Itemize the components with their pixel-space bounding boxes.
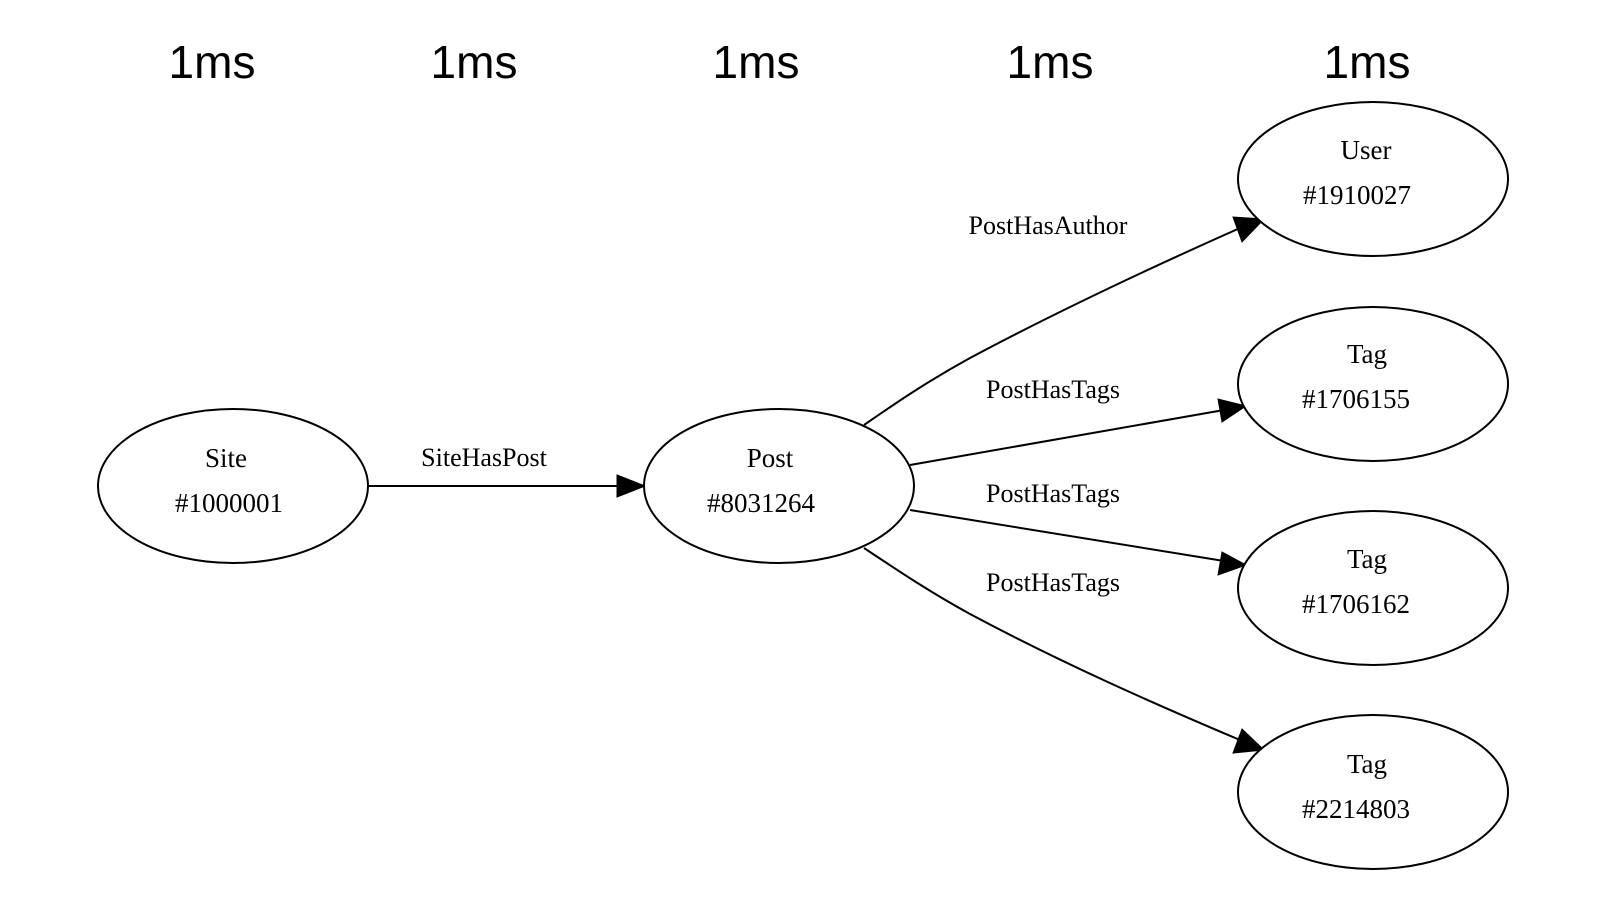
edge-label: PostHasTags: [986, 479, 1120, 508]
edge-line: [863, 227, 1241, 426]
node-ellipse: [1237, 306, 1509, 462]
arrowhead: [1217, 551, 1248, 576]
arrowhead: [1217, 398, 1248, 423]
edges: SiteHasPost PostHasAuthor PostHasTags Po…: [367, 211, 1266, 754]
node-tag-1: Tag #1706155: [1237, 306, 1509, 462]
node-tag-3: Tag #2214803: [1237, 714, 1509, 870]
node-ellipse: [97, 408, 369, 564]
timing-label: 1ms: [431, 36, 518, 88]
node-type-label: Tag: [1347, 339, 1387, 369]
node-id-label: #8031264: [707, 488, 816, 518]
edge-post-tag2: PostHasTags: [909, 479, 1248, 576]
timing-label: 1ms: [1007, 36, 1094, 88]
edge-line: [909, 409, 1225, 466]
node-id-label: #1000001: [175, 488, 283, 518]
node-id-label: #1910027: [1303, 180, 1411, 210]
edge-post-user: PostHasAuthor: [863, 211, 1266, 426]
edge-label: PostHasTags: [986, 568, 1120, 597]
edge-site-post: SiteHasPost: [367, 443, 647, 498]
edge-label: PostHasTags: [986, 375, 1120, 404]
node-id-label: #2214803: [1302, 794, 1410, 824]
edge-label: SiteHasPost: [421, 443, 547, 472]
node-post: Post #8031264: [643, 408, 915, 564]
node-site: Site #1000001: [97, 408, 369, 564]
node-id-label: #1706162: [1302, 589, 1410, 619]
timing-label: 1ms: [169, 36, 256, 88]
node-type-label: Tag: [1347, 749, 1387, 779]
node-type-label: Post: [747, 443, 794, 473]
node-user: User #1910027: [1237, 101, 1509, 257]
node-type-label: User: [1341, 135, 1392, 165]
timing-label: 1ms: [1324, 36, 1411, 88]
edge-line: [863, 547, 1241, 741]
node-id-label: #1706155: [1302, 384, 1410, 414]
node-type-label: Tag: [1347, 544, 1387, 574]
node-type-label: Site: [205, 443, 247, 473]
arrowhead: [1232, 728, 1266, 754]
arrowhead: [616, 474, 647, 498]
node-ellipse: [1237, 510, 1509, 666]
node-ellipse: [643, 408, 915, 564]
arrowhead: [1232, 216, 1266, 243]
timing-label: 1ms: [713, 36, 800, 88]
edge-post-tag3: PostHasTags: [863, 547, 1266, 754]
timing-row: 1ms 1ms 1ms 1ms 1ms: [169, 36, 1411, 88]
edge-label: PostHasAuthor: [969, 211, 1128, 240]
nodes: Site #1000001 Post #8031264 User #191002…: [97, 101, 1509, 870]
node-ellipse: [1237, 714, 1509, 870]
node-tag-2: Tag #1706162: [1237, 510, 1509, 666]
edge-line: [909, 509, 1225, 562]
node-ellipse: [1237, 101, 1509, 257]
edge-post-tag1: PostHasTags: [909, 375, 1248, 466]
